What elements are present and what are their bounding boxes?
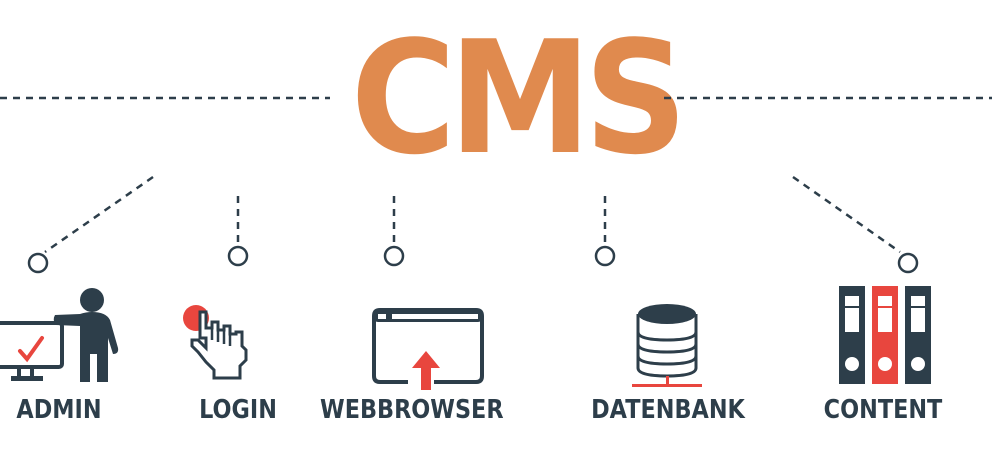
- database-network-icon: [632, 304, 702, 387]
- admin-connector: [44, 175, 154, 254]
- label-content: CONTENT: [823, 395, 943, 425]
- label-admin: ADMIN: [16, 395, 102, 425]
- presenter-monitor-checkmark-icon: [0, 288, 119, 382]
- content-connector: [792, 175, 901, 254]
- label-datenbank: DATENBANK: [591, 395, 745, 425]
- content-node-circle: [897, 252, 919, 274]
- label-webbrowser: WEBBROWSER: [320, 395, 504, 425]
- browser-window-upload-icon: [372, 308, 484, 390]
- binders-icon: [839, 286, 931, 384]
- admin-node-circle: [27, 252, 49, 274]
- cms-title-text: CMS: [350, 7, 688, 189]
- pointer-hand-click-icon: [183, 305, 248, 380]
- webbrowser-node-circle: [383, 245, 405, 267]
- label-login: LOGIN: [199, 395, 277, 425]
- login-node-circle: [227, 245, 249, 267]
- datenbank-node-circle: [594, 245, 616, 267]
